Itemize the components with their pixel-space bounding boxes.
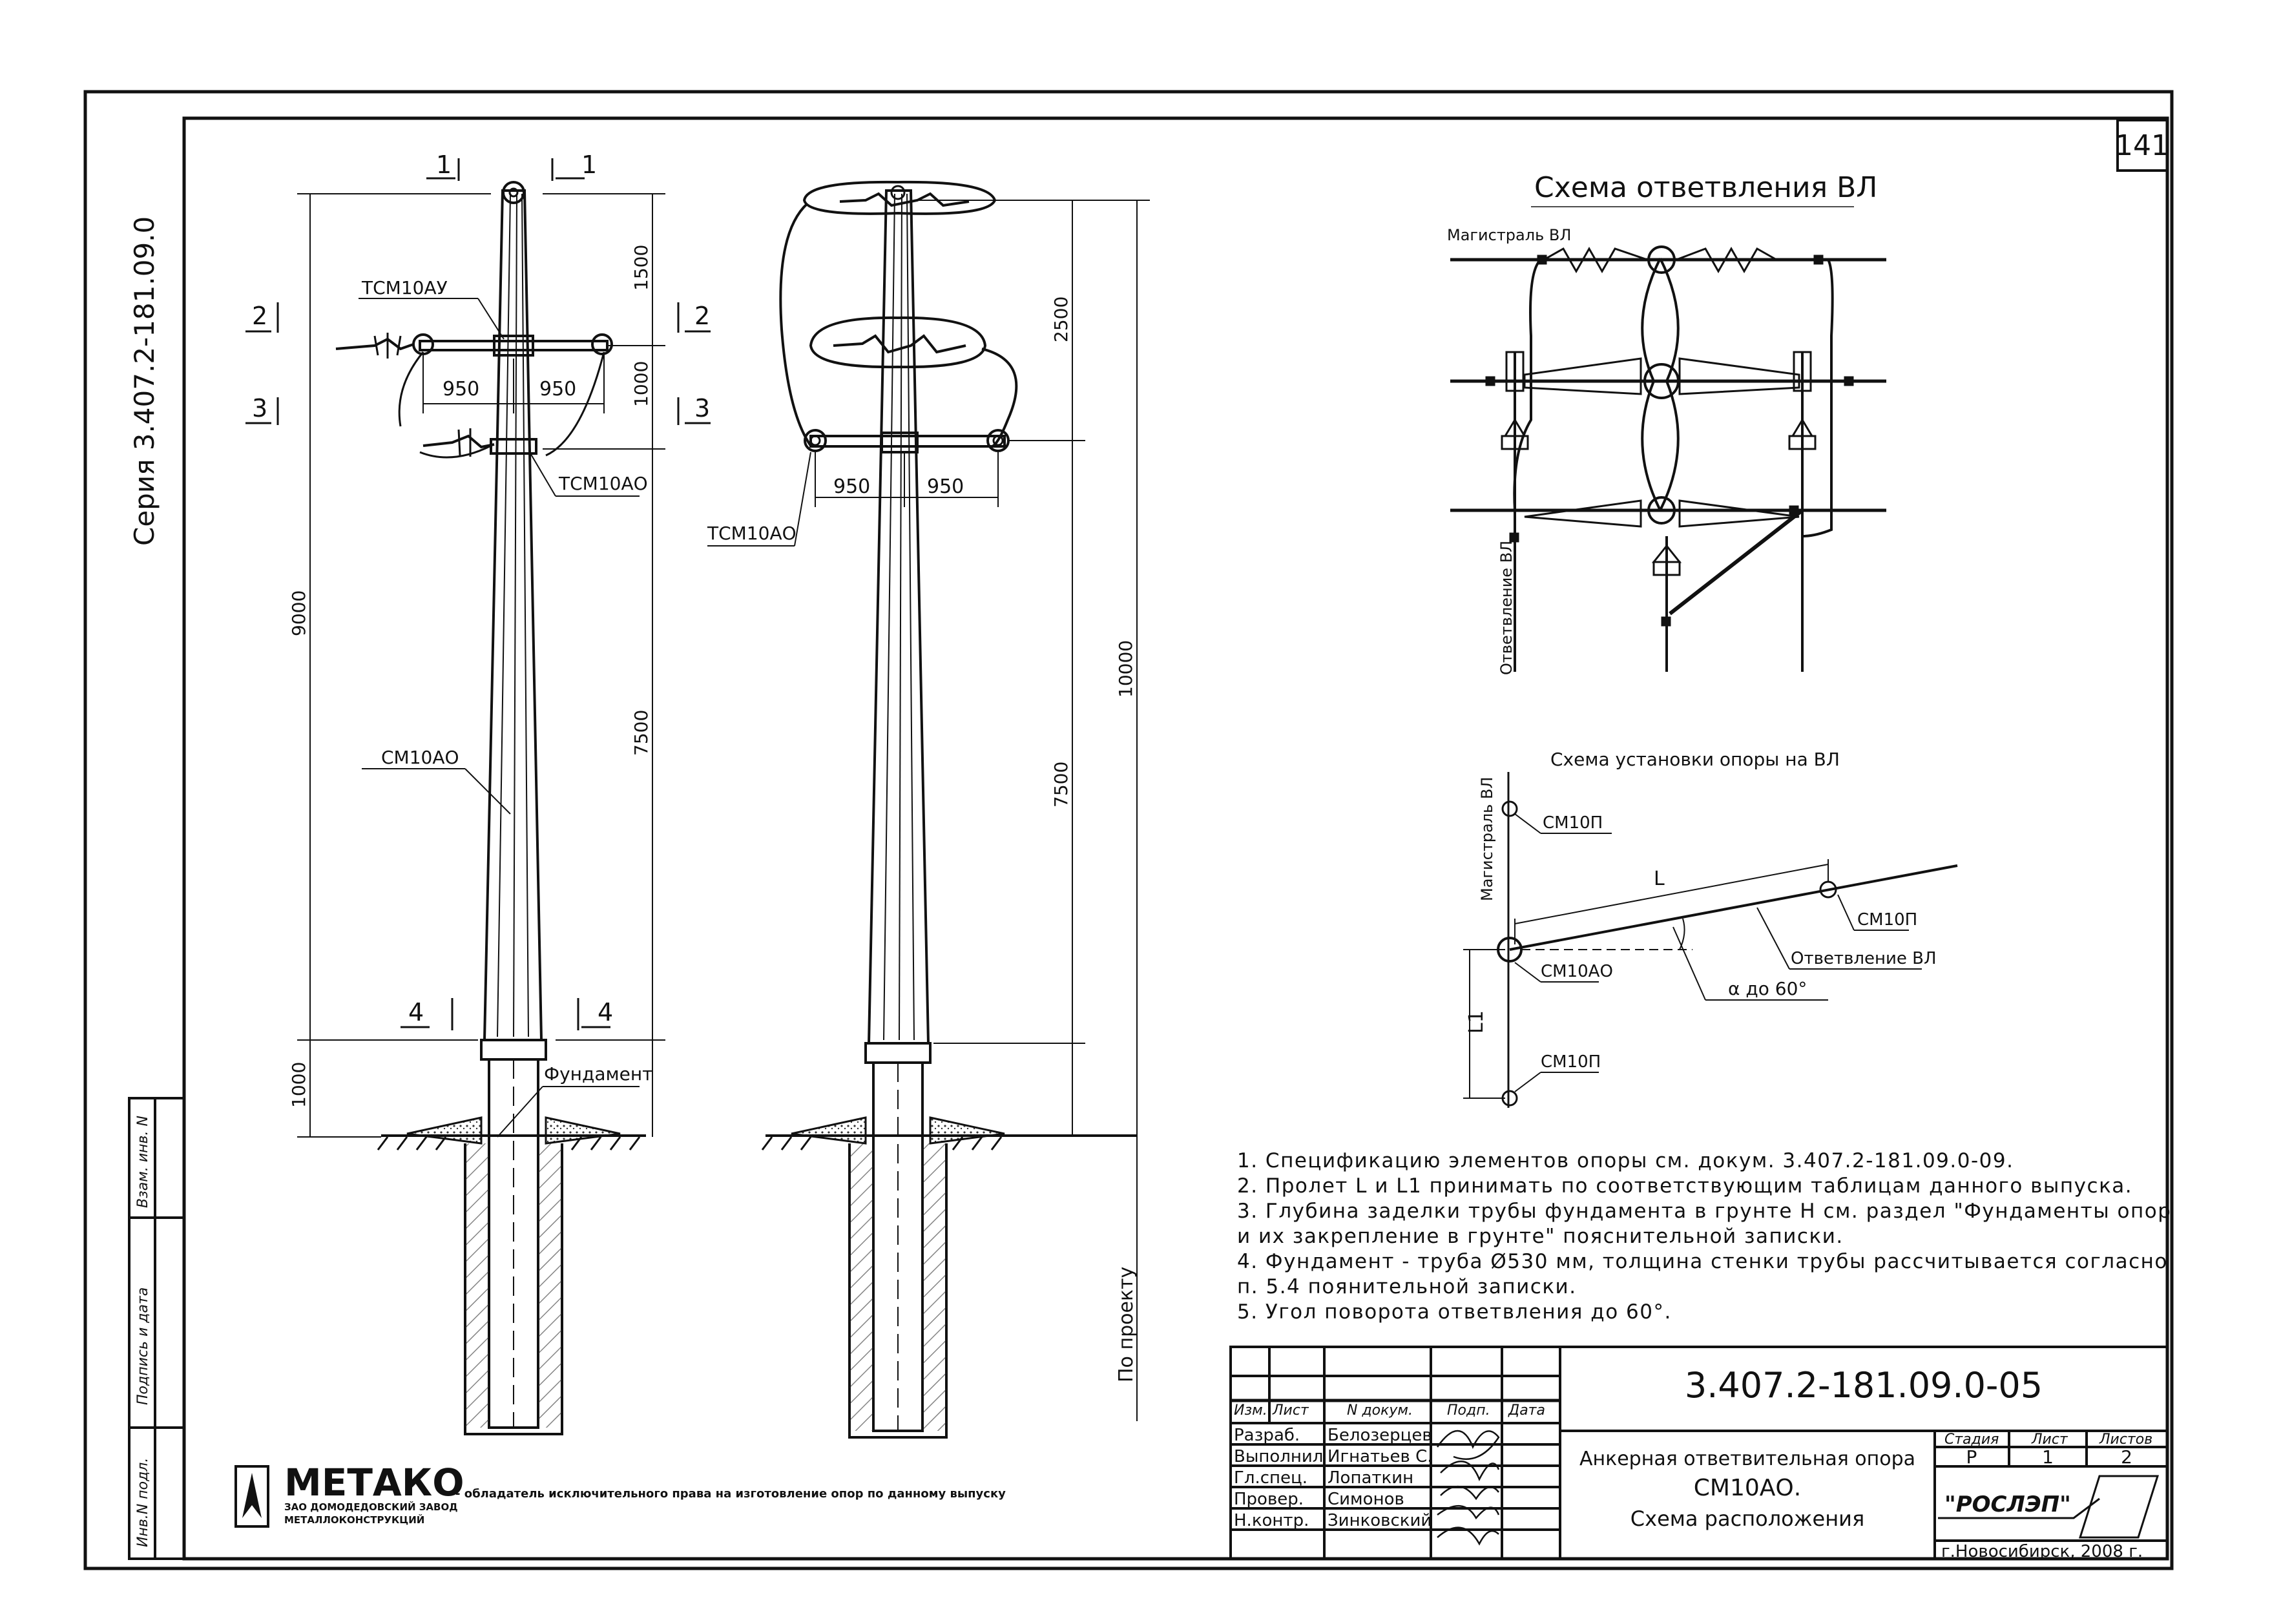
sheet-value: 1 <box>2042 1446 2054 1468</box>
inner-frame <box>182 116 2169 1561</box>
doc-code: 3.407.2-181.09.0-05 <box>1685 1365 2043 1406</box>
name-0: Белозерцев <box>1328 1426 1432 1445</box>
note-5: 5. Угол поворота ответвления до 60°. <box>1237 1300 1672 1324</box>
install-sm10ao: СМ10АО <box>1541 962 1613 981</box>
install-L: L <box>1654 868 1665 890</box>
org-name: "РОСЛЭП" <box>1944 1492 2071 1517</box>
title-block <box>1229 1346 2169 1560</box>
name-4: Зинковский <box>1328 1511 1432 1530</box>
name-2: Лопаткин <box>1328 1468 1413 1488</box>
label-tsm10ao-left: ТСМ10АО <box>558 473 648 494</box>
role-3: Провер. <box>1234 1490 1304 1509</box>
dim-7500-right: 7500 <box>1050 762 1072 807</box>
install-sm10p-right: СМ10П <box>1857 910 1917 930</box>
label-tsm10au: ТСМ10АУ <box>361 277 448 298</box>
branch-main-line: Магистраль ВЛ <box>1447 226 1571 244</box>
note-3a: 3. Глубина заделки трубы фундамента в гр… <box>1237 1200 2172 1223</box>
install-scheme <box>1463 772 1958 1108</box>
left-pole-elevation <box>245 158 711 1435</box>
section-3-left: 3 <box>252 394 267 422</box>
name-3: Симонов <box>1328 1490 1404 1509</box>
install-scheme-title: Схема установки опоры на ВЛ <box>1550 749 1840 770</box>
install-L1: L1 <box>1465 1010 1488 1034</box>
right-pole-elevation <box>707 180 1150 1439</box>
sheets-value: 2 <box>2121 1446 2132 1468</box>
role-0: Разраб. <box>1234 1426 1300 1445</box>
section-2-right: 2 <box>694 302 710 330</box>
install-branch-line: Ответвление ВЛ <box>1791 949 1937 968</box>
title-line1: Анкерная ответвительная опора <box>1579 1448 1915 1470</box>
title-line3: Схема расположения <box>1630 1506 1864 1531</box>
dim-10000: 10000 <box>1115 640 1136 698</box>
dim-1000-top: 1000 <box>630 361 652 407</box>
stage-header: Стадия <box>1944 1431 1999 1448</box>
label-sm10ao: СМ10АО <box>381 747 459 768</box>
metako-sub1: ЗАО ДОМОДЕДОВСКИЙ ЗАВОД <box>284 1501 458 1513</box>
note-4a: 4. Фундамент - труба Ø530 мм, толщина ст… <box>1237 1250 2168 1273</box>
role-2: Гл.спец. <box>1234 1468 1307 1488</box>
dim-2500: 2500 <box>1050 297 1072 342</box>
series-label: Серия 3.407.2-181.09.0 <box>129 216 160 546</box>
install-sm10p-top: СМ10П <box>1543 813 1603 833</box>
sheet-header: Лист <box>2031 1431 2068 1448</box>
dim-7500-left: 7500 <box>630 710 652 756</box>
stamp-inv-replace: Взам. инв. N <box>135 1116 151 1208</box>
title-line2: СМ10АО. <box>1694 1475 1801 1501</box>
metako-name: МЕТАКО <box>284 1461 464 1504</box>
branch-scheme <box>1450 206 1886 672</box>
stamp-inv-orig: Инв.N подл. <box>135 1458 151 1547</box>
note-3b: и их закрепление в грунте" пояснительной… <box>1237 1225 1844 1248</box>
city-year: г.Новосибирск, 2008 г. <box>1941 1542 2143 1561</box>
dim-1000-bottom: 1000 <box>288 1062 309 1108</box>
metako-rights: - обладатель исключительного права на из… <box>455 1487 1006 1501</box>
section-2-left: 2 <box>252 302 267 330</box>
stage-value: Р <box>1966 1446 1977 1468</box>
label-by-project: По проекту <box>1115 1267 1138 1382</box>
label-foundation: Фундамент <box>544 1063 652 1085</box>
dim-950-b: 950 <box>539 378 576 401</box>
install-angle: α до 60° <box>1728 978 1807 999</box>
signatures <box>1436 1430 1500 1546</box>
role-4: Н.контр. <box>1234 1511 1309 1530</box>
left-stamp <box>128 1097 185 1560</box>
hdr-doc: N докум. <box>1347 1402 1413 1419</box>
sheets-header: Листов <box>2099 1431 2152 1448</box>
install-main-line: Магистраль ВЛ <box>1478 777 1496 901</box>
notes: 1. Спецификацию элементов опоры см. доку… <box>1237 1149 2171 1325</box>
sheet-number-box <box>2116 119 2169 172</box>
metako-sub2: МЕТАЛЛОКОНСТРУКЦИЙ <box>284 1514 424 1526</box>
hdr-change: Изм. <box>1234 1402 1267 1419</box>
role-1: Выполнил <box>1234 1447 1323 1466</box>
dim-9000: 9000 <box>288 590 309 636</box>
section-1-left: 1 <box>436 151 452 179</box>
section-3-right: 3 <box>694 394 710 422</box>
section-1-right: 1 <box>581 151 597 179</box>
dim-950-d: 950 <box>927 475 964 498</box>
metako-logo <box>234 1465 269 1528</box>
branch-branch-line: Ответвление ВЛ <box>1497 541 1515 675</box>
outer-frame <box>83 90 2174 1570</box>
sheet-number: 141 <box>2115 129 2169 162</box>
dim-950-a: 950 <box>443 378 479 401</box>
dim-1500: 1500 <box>630 245 652 291</box>
note-4b: п. 5.4 поянительной записки. <box>1237 1275 1577 1298</box>
dim-950-c: 950 <box>833 475 870 498</box>
name-1: Игнатьев С. <box>1328 1447 1433 1466</box>
hdr-sign: Подп. <box>1447 1402 1490 1419</box>
note-2: 2. Пролет L и L1 принимать по соответств… <box>1237 1174 2133 1198</box>
section-4-left: 4 <box>408 998 424 1026</box>
note-1: 1. Спецификацию элементов опоры см. доку… <box>1237 1149 2014 1172</box>
stamp-sign-date: Подпись и дата <box>135 1287 151 1405</box>
hdr-sheet: Лист <box>1272 1402 1309 1419</box>
branch-scheme-title: Схема ответвления ВЛ <box>1534 171 1877 204</box>
section-4-right: 4 <box>598 998 613 1026</box>
hdr-date: Дата <box>1508 1402 1545 1419</box>
label-tsm10ao-right: ТСМ10АО <box>707 523 797 544</box>
install-sm10p-bottom: СМ10П <box>1541 1052 1601 1072</box>
